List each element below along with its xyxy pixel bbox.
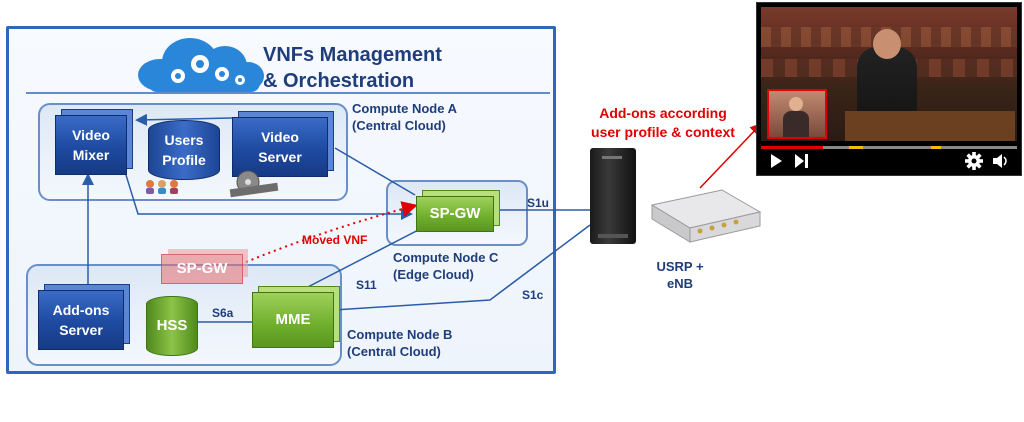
video-server-label: Video Server xyxy=(258,129,302,165)
mme-label: MME xyxy=(275,311,311,328)
next-icon[interactable] xyxy=(795,154,809,168)
addons-context-label: Add-ons according user profile & context xyxy=(591,105,735,140)
pc-tower-icon xyxy=(590,148,636,244)
sign-language-inset xyxy=(767,89,827,139)
diagram-title: VNFs Management & Orchestration xyxy=(263,44,442,92)
compute-node-a-label: Compute Node A (Central Cloud) xyxy=(352,101,457,133)
compute-node-b-label: Compute Node B (Central Cloud) xyxy=(347,327,453,359)
sp-gw-node: SP-GW xyxy=(416,196,494,232)
hss-label: HSS xyxy=(156,317,188,334)
hss-node: HSS xyxy=(146,296,198,356)
users-profile-node: Users Profile xyxy=(148,120,220,180)
video-server-node: Video Server xyxy=(232,117,328,177)
gear-icon[interactable] xyxy=(965,152,983,170)
play-icon[interactable] xyxy=(771,154,782,168)
moved-vnf-label: Moved VNF xyxy=(302,233,368,247)
compute-node-c-label: Compute Node C (Edge Cloud) xyxy=(393,250,499,282)
volume-icon[interactable] xyxy=(993,154,1007,168)
sp-gw-moved-label: SP-GW xyxy=(176,260,228,277)
mme-node: MME xyxy=(252,292,334,348)
addons-server-label: Add-ons Server xyxy=(52,302,110,338)
s1u-label: S1u xyxy=(527,196,550,210)
video-frame xyxy=(761,7,1017,141)
video-player xyxy=(756,2,1022,176)
video-mixer-label: Video Mixer xyxy=(72,127,110,163)
s6a-label: S6a xyxy=(212,306,234,320)
usrp-enb-label: USRP + eNB xyxy=(656,259,704,291)
video-mixer-node: Video Mixer xyxy=(55,115,127,175)
sp-gw-moved-node: SP-GW xyxy=(161,254,243,284)
video-progress-bar[interactable] xyxy=(761,146,1017,149)
sp-gw-label: SP-GW xyxy=(429,205,481,222)
s1c-label: S1c xyxy=(522,288,544,302)
users-profile-label: Users Profile xyxy=(162,132,206,168)
addons-server-node: Add-ons Server xyxy=(38,290,124,350)
s11-label: S11 xyxy=(356,278,377,292)
